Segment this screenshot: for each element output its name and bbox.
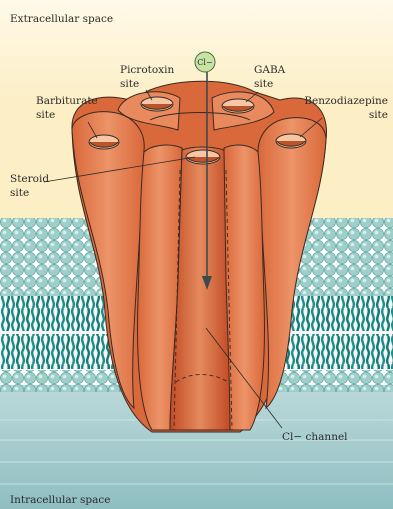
gaba-site-pocket [222,99,254,113]
picrotoxin-label-line2: site [120,78,139,90]
barbiturate-label-line2: site [36,109,55,121]
steroid-label-line2: site [10,187,29,199]
steroid-site-pocket [186,150,220,164]
benzodiazepine-label-line1: Benzodiazepine [304,95,388,107]
picrotoxin-label-line1: Picrotoxin [120,64,174,76]
picrotoxin-site-pocket [141,97,173,111]
steroid-label-line1: Steroid [10,173,49,185]
barbiturate-label-line1: Barbiturate [36,95,98,107]
gaba-label-line2: site [254,78,273,90]
subunit-front-right [224,145,264,430]
chloride-channel-label: Cl− channel [282,431,348,443]
barbiturate-site-pocket [89,135,119,149]
chloride-ion-label: Cl− [197,58,212,67]
intracellular-label: Intracellular space [10,494,110,506]
gaba-label-line1: GABA [254,64,286,76]
benzodiazepine-label-line2: site [369,109,388,121]
extracellular-label: Extracellular space [10,13,113,25]
